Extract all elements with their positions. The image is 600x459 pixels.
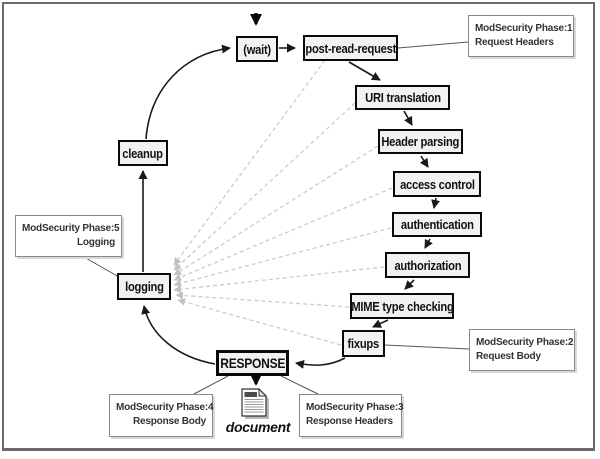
node-response: RESPONSE: [216, 350, 289, 376]
annotation-phase5-line1: ModSecurity Phase:5: [22, 223, 120, 234]
node-cleanup-label: cleanup: [122, 145, 164, 161]
node-wait: (wait): [236, 36, 278, 62]
node-authorization-label: authorization: [394, 257, 461, 273]
node-header-parsing-label: Header parsing: [381, 134, 460, 149]
annotation-modsecurity-phase5: ModSecurity Phase:5 Logging: [15, 215, 122, 257]
node-uri-translation-label: URI translation: [364, 90, 441, 105]
document-label: document: [225, 419, 291, 435]
annotation-phase1-line2: Request Headers: [475, 37, 554, 48]
node-authentication: authentication: [392, 212, 482, 237]
node-logging-label: logging: [124, 279, 164, 294]
annotation-phase2-line2: Request Body: [476, 351, 541, 362]
annotation-phase2-line1: ModSecurity Phase:2: [476, 337, 574, 348]
node-authorization: authorization: [385, 252, 470, 278]
annotation-phase3-line1: ModSecurity Phase:3: [306, 402, 404, 413]
node-access-control-label: access control: [399, 176, 475, 192]
node-post-read-request: post-read-request: [303, 35, 398, 61]
document-icon: [237, 386, 273, 427]
node-mime-type-checking-label: MIME type checking: [350, 298, 454, 314]
annotation-phase5-line2: Logging: [76, 237, 115, 248]
node-header-parsing: Header parsing: [378, 129, 463, 154]
dashed-logging-arrows: [173, 59, 393, 346]
annotation-modsecurity-phase3: ModSecurity Phase:3 Response Headers: [299, 394, 404, 437]
node-access-control: access control: [393, 171, 481, 197]
node-logging: logging: [117, 273, 171, 300]
node-post-read-request-label: post-read-request: [305, 40, 396, 56]
node-uri-translation: URI translation: [355, 85, 450, 110]
annotation-phase4-line2: Response Body: [133, 416, 206, 427]
node-mime-type-checking: MIME type checking: [350, 293, 454, 319]
annotation-connector-lines: [83, 41, 470, 395]
flow-arrows: [138, 13, 440, 386]
node-response-label: RESPONSE: [220, 355, 285, 371]
node-fixups-label: fixups: [347, 336, 380, 351]
node-fixups: fixups: [342, 330, 385, 357]
node-authentication-label: authentication: [400, 217, 474, 232]
node-cleanup: cleanup: [118, 140, 168, 166]
annotation-phase4-line1: ModSecurity Phase:4: [116, 402, 214, 413]
annotation-phase3-line2: Response Headers: [306, 416, 393, 427]
annotation-modsecurity-phase4: ModSecurity Phase:4 Response Body: [109, 394, 214, 437]
annotation-modsecurity-phase1: ModSecurity Phase:1 Request Headers: [468, 15, 574, 57]
annotation-modsecurity-phase2: ModSecurity Phase:2 Request Body: [469, 329, 575, 371]
annotation-phase1-line1: ModSecurity Phase:1: [475, 23, 573, 34]
diagram-frame: [2, 2, 595, 451]
node-wait-label: (wait): [243, 41, 271, 57]
